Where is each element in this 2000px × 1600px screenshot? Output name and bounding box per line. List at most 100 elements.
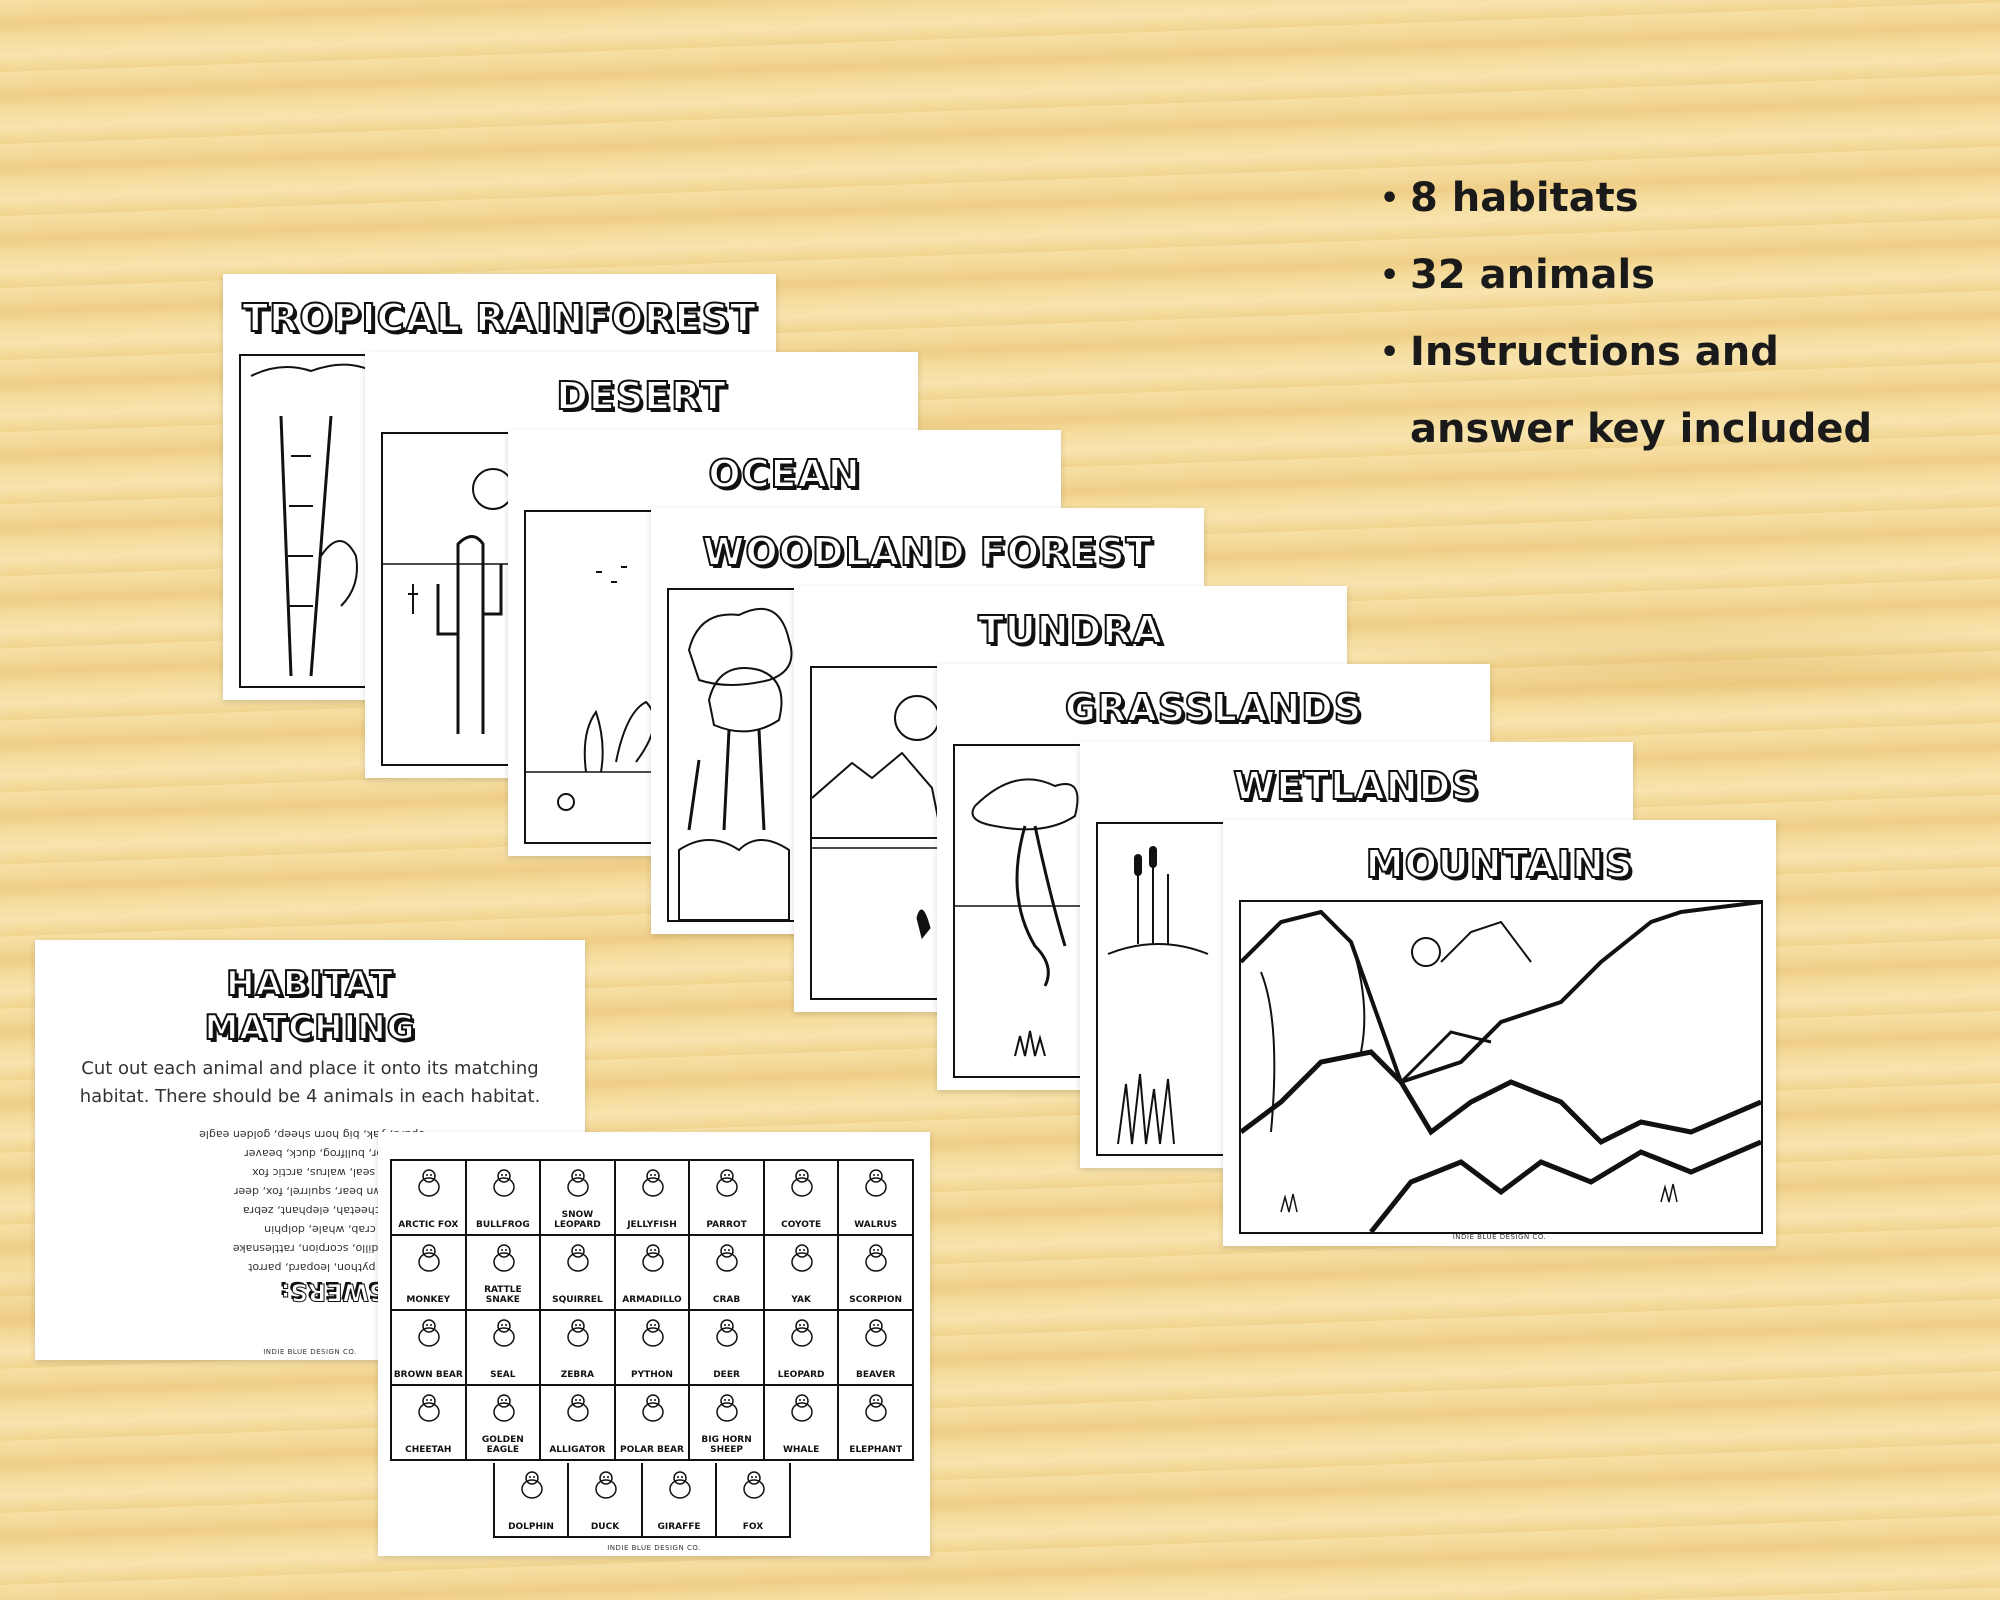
- animal-label: JELLYFISH: [627, 1220, 677, 1230]
- animal-cell-python: PYTHON: [615, 1311, 691, 1386]
- animal-cell-squirrel: SQUIRREL: [541, 1236, 616, 1311]
- card-title: OCEAN: [707, 451, 861, 497]
- instructions-line: habitat. There should be 4 animals in ea…: [79, 1086, 541, 1107]
- scorpion-icon: [865, 1244, 888, 1272]
- animal-cell-dolphin: DOLPHIN: [495, 1463, 569, 1538]
- animal-cell-walrus: WALRUS: [839, 1161, 914, 1236]
- animal-cell-jellyfish: JELLYFISH: [615, 1161, 691, 1236]
- animal-cell-big-horn-sheep: BIG HORN SHEEP: [690, 1386, 765, 1461]
- animal-cell-cheetah: CHEETAH: [392, 1386, 467, 1461]
- animal-cell-snow-leopard: SNOW LEOPARD: [541, 1161, 616, 1236]
- feature-text: 32 animals: [1410, 252, 1655, 298]
- card-title: DESERT: [555, 373, 727, 419]
- arctic-fox-icon: [418, 1169, 440, 1197]
- card-title: GRASSLANDS: [1064, 685, 1363, 731]
- feature-item: answer key included: [1380, 391, 1940, 468]
- animal-cell-crab: CRAB: [690, 1236, 765, 1311]
- zebra-icon: [567, 1319, 589, 1347]
- card-title: TROPICAL RAINFOREST: [241, 295, 757, 341]
- animal-label: ELEPHANT: [849, 1445, 903, 1455]
- animal-cell-bullfrog: BULLFROG: [466, 1161, 542, 1236]
- beaver-icon: [865, 1319, 888, 1347]
- animal-cell-deer: DEER: [690, 1311, 765, 1386]
- card-title: WETLANDS: [1232, 763, 1480, 809]
- whale-icon: [791, 1394, 813, 1422]
- brand-footer: INDIE BLUE DESIGN CO.: [263, 1348, 357, 1356]
- walrus-icon: [865, 1169, 888, 1197]
- python-icon: [641, 1319, 664, 1347]
- bullet-dot-icon: •: [1380, 181, 1400, 216]
- animal-label: RATTLE SNAKE: [484, 1285, 522, 1305]
- animal-cell-beaver: BEAVER: [839, 1311, 914, 1386]
- animal-label: FOX: [742, 1522, 764, 1532]
- animal-cell-monkey: MONKEY: [392, 1236, 467, 1311]
- alligator-icon: [567, 1394, 589, 1422]
- animal-label: PYTHON: [631, 1370, 673, 1380]
- leopard-icon: [791, 1319, 813, 1347]
- matching-title-line2: MATCHING: [203, 1007, 416, 1049]
- seal-icon: [492, 1319, 515, 1347]
- animal-grid-last-row: DOLPHIN DUCK GIRAFFE FOX: [493, 1463, 791, 1538]
- habitat-card-mountains: MOUNTAINS INDIE BLUE DESIGN CO.: [1223, 820, 1776, 1246]
- fox-icon: [743, 1471, 765, 1499]
- instructions-line: Cut out each animal and place it onto it…: [81, 1058, 539, 1079]
- matching-title-line1: HABITAT: [225, 963, 394, 1005]
- animal-cell-arctic-fox: ARCTIC FOX: [392, 1161, 467, 1236]
- animal-cell-polar-bear: POLAR BEAR: [615, 1386, 691, 1461]
- animal-label: GIRAFFE: [657, 1522, 701, 1532]
- animal-cell-scorpion: SCORPION: [839, 1236, 914, 1311]
- animal-cell-duck: DUCK: [569, 1463, 643, 1538]
- card-title: TUNDRA: [977, 607, 1163, 653]
- animal-cell-elephant: ELEPHANT: [839, 1386, 914, 1461]
- big-horn-sheep-icon: [716, 1394, 739, 1422]
- brand-footer: INDIE BLUE DESIGN CO.: [607, 1544, 701, 1552]
- animal-label: YAK: [791, 1295, 811, 1305]
- cheetah-icon: [418, 1394, 440, 1422]
- animal-label: GOLDEN EAGLE: [481, 1435, 524, 1455]
- animal-label: MONKEY: [406, 1295, 451, 1305]
- feature-text: Instructions and: [1410, 329, 1779, 375]
- animal-label: ARMADILLO: [622, 1295, 682, 1305]
- animal-label: SCORPION: [849, 1295, 903, 1305]
- feature-item: • Instructions and: [1380, 314, 1940, 391]
- animal-label: DEER: [713, 1370, 740, 1380]
- animal-label: ALLIGATOR: [549, 1445, 606, 1455]
- bullfrog-icon: [492, 1169, 515, 1197]
- coyote-icon: [791, 1169, 813, 1197]
- animal-cell-alligator: ALLIGATOR: [541, 1386, 616, 1461]
- animal-label: WALRUS: [854, 1220, 898, 1230]
- animal-cell-coyote: COYOTE: [764, 1161, 840, 1236]
- crab-icon: [716, 1244, 739, 1272]
- dolphin-icon: [521, 1471, 543, 1499]
- animal-label: DOLPHIN: [508, 1522, 554, 1532]
- parrot-icon: [716, 1169, 739, 1197]
- feature-item: • 8 habitats: [1380, 160, 1940, 237]
- animal-label: WHALE: [782, 1445, 820, 1455]
- animal-label: BROWN BEAR: [393, 1370, 463, 1380]
- animal-label: LEOPARD: [777, 1370, 825, 1380]
- brand-footer: INDIE BLUE DESIGN CO.: [1452, 1233, 1547, 1241]
- elephant-icon: [865, 1394, 888, 1422]
- card-title: MOUNTAINS: [1365, 841, 1634, 887]
- animal-label: PARROT: [706, 1220, 747, 1230]
- deer-icon: [716, 1319, 739, 1347]
- bullet-dot-icon: •: [1380, 335, 1400, 370]
- armadillo-icon: [641, 1244, 664, 1272]
- animal-label: CHEETAH: [405, 1445, 452, 1455]
- feature-list: • 8 habitats • 32 animals • Instructions…: [1380, 160, 1940, 468]
- rattle-snake-icon: [492, 1244, 515, 1272]
- animal-cell-giraffe: GIRAFFE: [643, 1463, 717, 1538]
- matching-instructions: Cut out each animal and place it onto it…: [65, 1055, 555, 1111]
- monkey-icon: [418, 1244, 440, 1272]
- animal-label: DUCK: [590, 1522, 620, 1532]
- animal-cell-zebra: ZEBRA: [541, 1311, 616, 1386]
- animal-cell-fox: FOX: [717, 1463, 791, 1538]
- brown-bear-icon: [418, 1319, 440, 1347]
- giraffe-icon: [669, 1471, 691, 1499]
- animal-cell-brown-bear: BROWN BEAR: [392, 1311, 467, 1386]
- animal-label: POLAR BEAR: [620, 1445, 684, 1455]
- animal-cell-leopard: LEOPARD: [764, 1311, 840, 1386]
- yak-icon: [791, 1244, 813, 1272]
- animal-label: BEAVER: [856, 1370, 896, 1380]
